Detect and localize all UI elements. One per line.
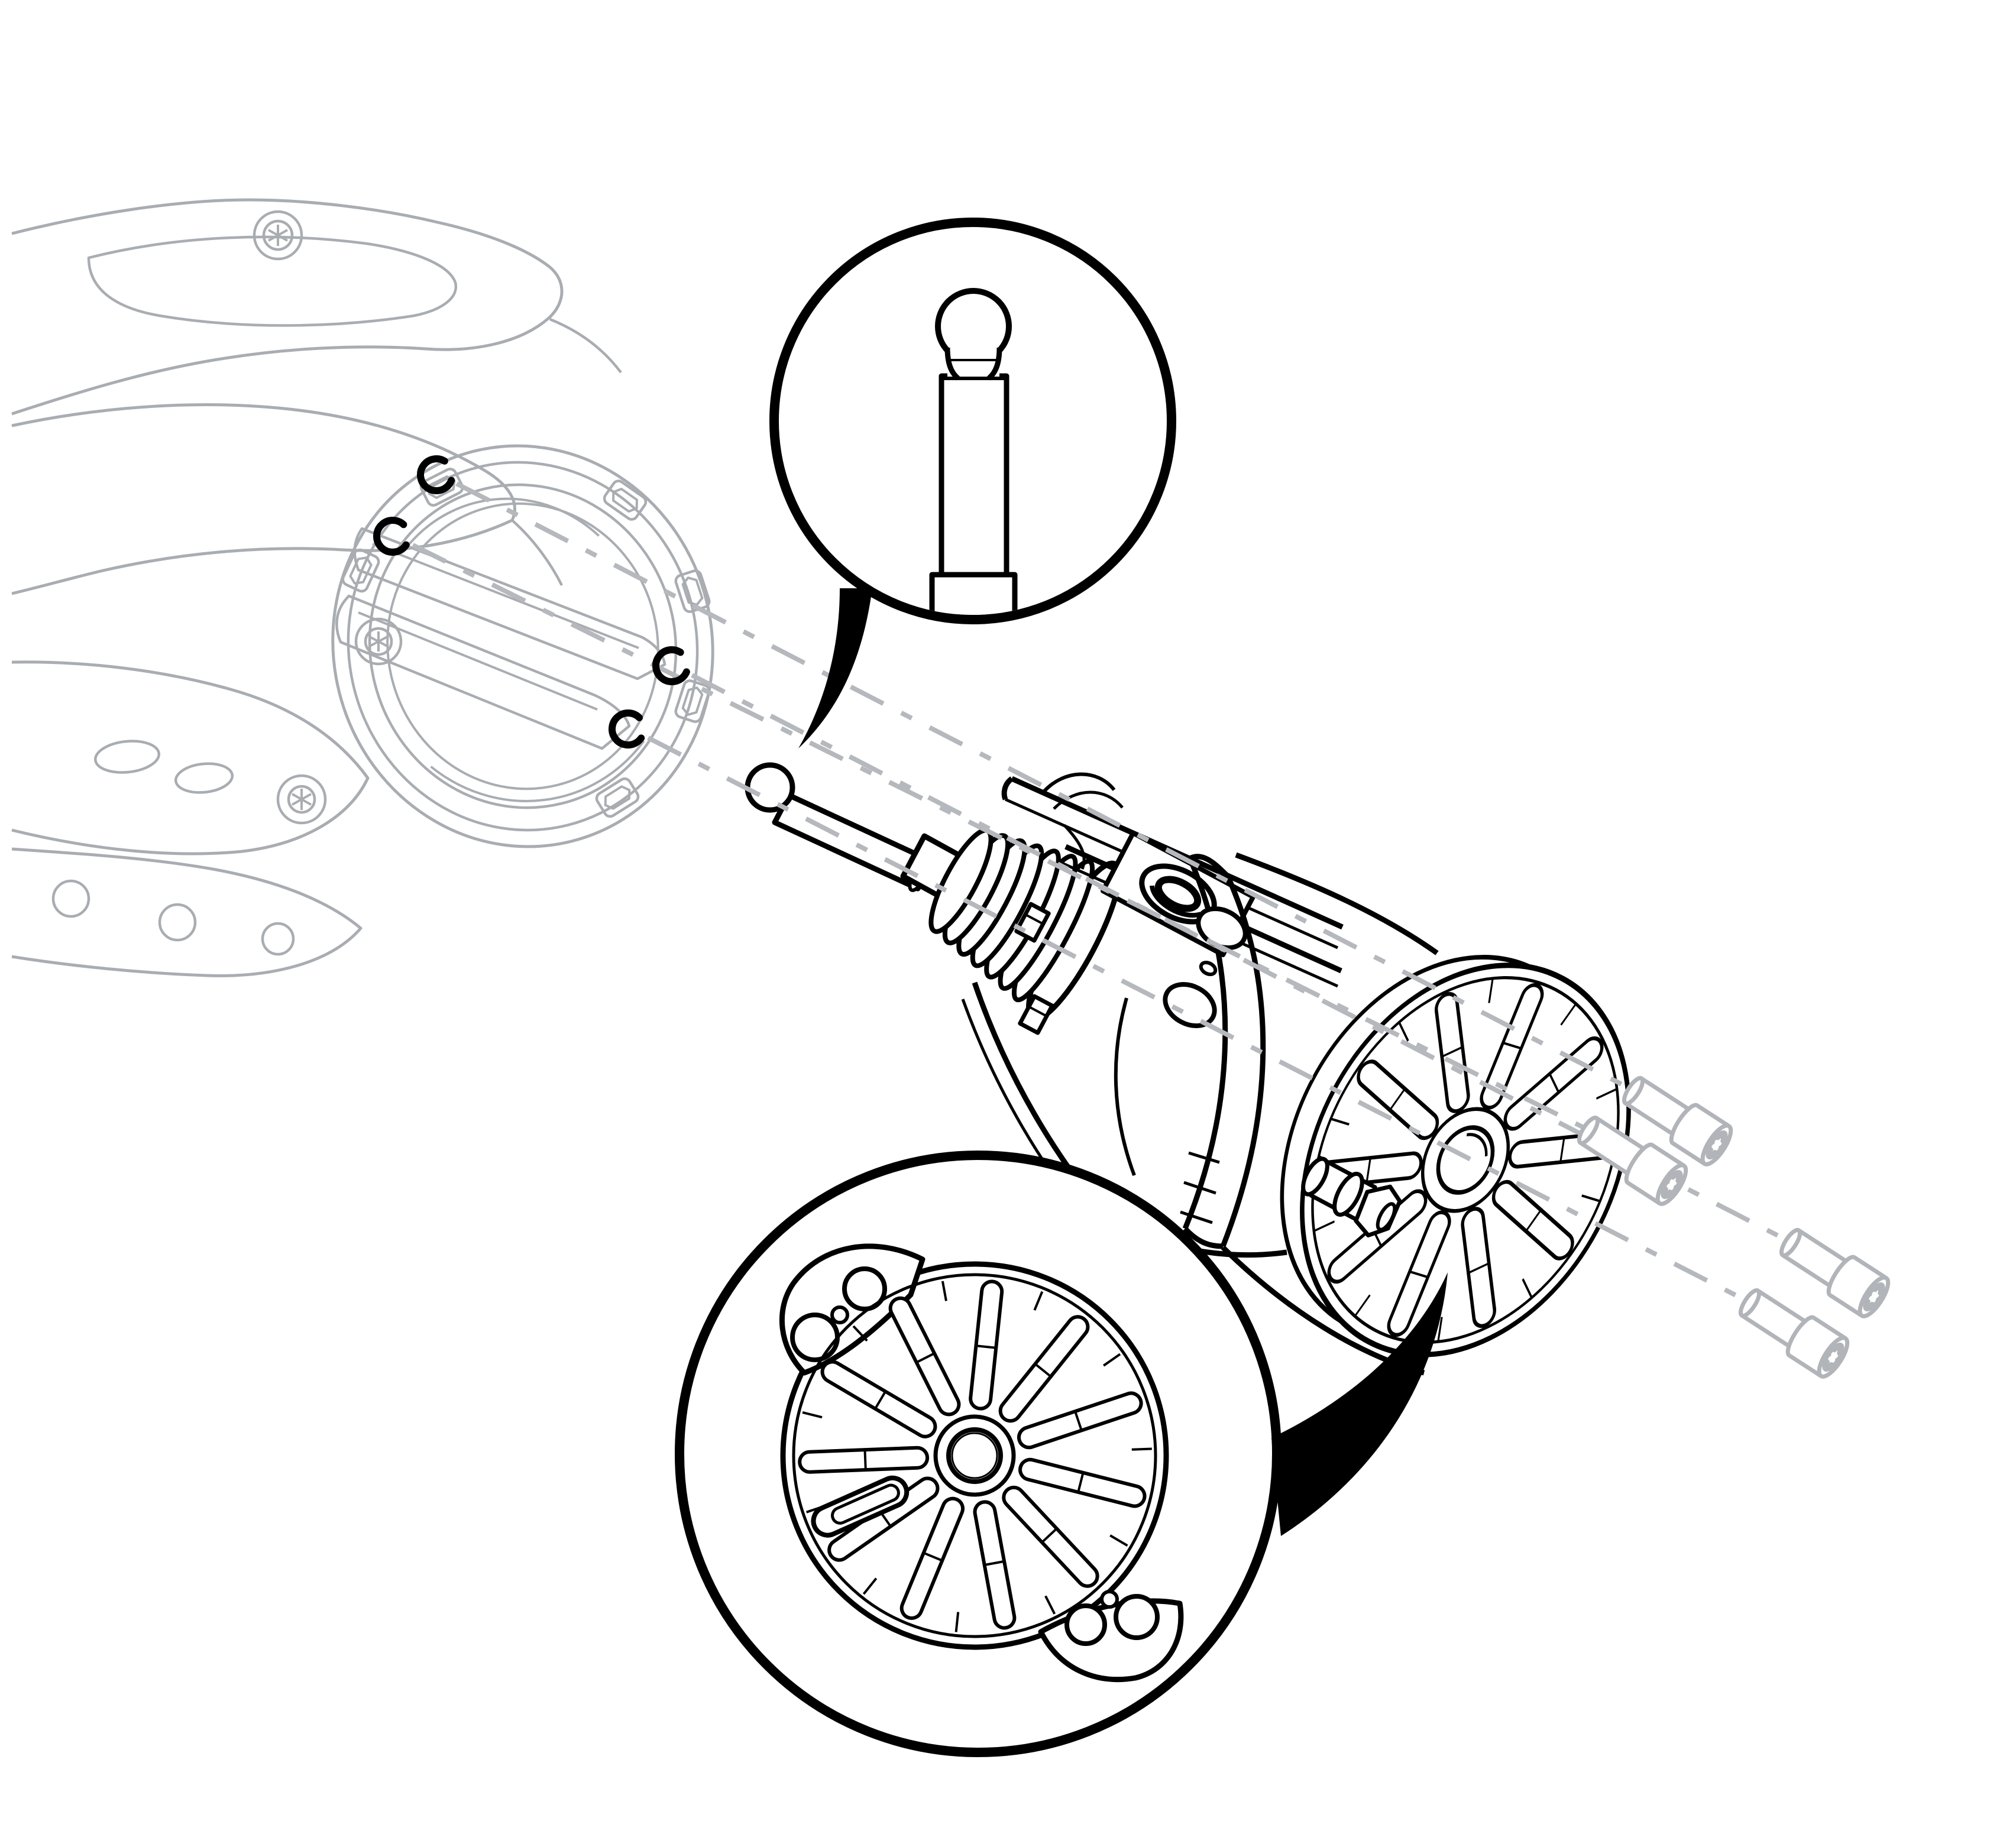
flange-bottom [1183,1226,1224,1249]
screw-4 [1738,1288,1850,1379]
snap-ring-3 [652,646,691,685]
snap-ring-4 [609,709,648,748]
spring-wire-3 [1063,824,1086,870]
pin-shaft [939,373,1009,580]
callout-bottom-pointer [1271,1272,1448,1536]
pin-base [929,572,1018,615]
snap-rings [373,455,691,748]
cap-rim-dividers [1313,978,1617,1342]
leader-line-4 [647,735,1750,1304]
breather-tip [1301,1156,1329,1197]
ear1-hole-small [830,1305,849,1324]
callout-top-pointer [798,588,872,748]
snap-ring-2 [373,517,412,556]
housing-bell-opening [331,444,714,848]
housing-flange-hole-1 [51,879,90,918]
plate-center-hole-inner [951,1432,998,1479]
flange-top [1188,854,1230,879]
body-shell-seam [1114,997,1136,1177]
rod-ball-tip [745,762,795,813]
cap-hole-arc [1466,1133,1488,1157]
callout-ball-pin [769,218,1176,748]
leader-line-3 [691,673,1791,1244]
port-swirl-arc [1150,885,1202,918]
alignment-dashed-lines [412,481,1791,1304]
breather-fitting [1301,1155,1402,1237]
flange-pilot-hole [1199,960,1218,977]
breather-hex-nut [1354,1184,1402,1237]
ball-pin-magnified [929,288,1018,615]
housing-flange-hole-3 [261,922,295,956]
cap-inner-rim [1311,976,1620,1344]
housing-rim-lug-3 [674,679,711,723]
housing-flange-hole-2 [158,903,197,942]
ear1-hole-a [842,1266,887,1311]
port-swirl [1154,876,1202,912]
housing-rim-lug-6 [419,468,464,507]
housing-slot-1 [93,740,161,774]
flange-right-edge [1220,875,1266,1247]
housing-lower-arm [11,660,370,856]
spring-wire-2 [1053,790,1124,810]
ear1-hole-b [790,1313,840,1362]
end-plate-magnified [779,1243,1184,1683]
housing-edge-a [549,317,622,374]
torx-recess-icon [1864,1285,1884,1309]
ear2-hole-a [1114,1594,1160,1640]
plate-spokes [798,1279,1152,1632]
snap-ring-1 [417,455,456,494]
torx-recess-icon [1823,1345,1843,1369]
housing-top-rib [87,235,458,327]
housing-edge-b [511,519,564,586]
housing-arm-boss [276,774,327,825]
callout-end-plate [675,1151,1448,1757]
screw-2 [1577,1115,1688,1206]
housing-mid-cover [11,403,516,595]
housing-top-cover [11,198,564,416]
housing-screw-boss-1 [253,210,303,261]
flange-hole-2 [1163,981,1217,1029]
torx-recess-icon [1662,1172,1682,1197]
leader-line-2 [412,543,1588,1132]
screw-1 [1622,1075,1733,1166]
screw-3 [1779,1227,1891,1318]
plate-slot [811,1475,910,1538]
body-rail-endcap [1001,776,1014,801]
housing-bottom-flange [11,847,363,977]
ear2-hole-b [1064,1603,1107,1646]
spring-wire-1 [1041,772,1116,794]
breather-collar [1332,1172,1364,1217]
mounting-screws [1577,1075,1891,1379]
housing-shift-rail-1 [353,527,666,681]
plate-inner-rim [792,1273,1157,1638]
bracket-top-edge [1235,852,1439,955]
ear2-hole-small [1100,1590,1119,1609]
transmission-housing [11,198,714,977]
pin-neck-fill [947,348,999,380]
housing-slot-2 [174,762,234,794]
flange-ribs [1180,1151,1220,1224]
threaded-collar [928,828,1122,1022]
cap-center-hole [1436,1125,1495,1195]
housing-rim-lug-4 [595,777,640,818]
housing-bore-boss [354,617,403,666]
latch-tab-2 [1018,994,1054,1035]
housing-rim-lug-1 [603,479,648,521]
torx-recess-icon [1707,1133,1727,1157]
ball-pin-rod [745,762,975,905]
plate-center-hole [946,1427,1003,1484]
